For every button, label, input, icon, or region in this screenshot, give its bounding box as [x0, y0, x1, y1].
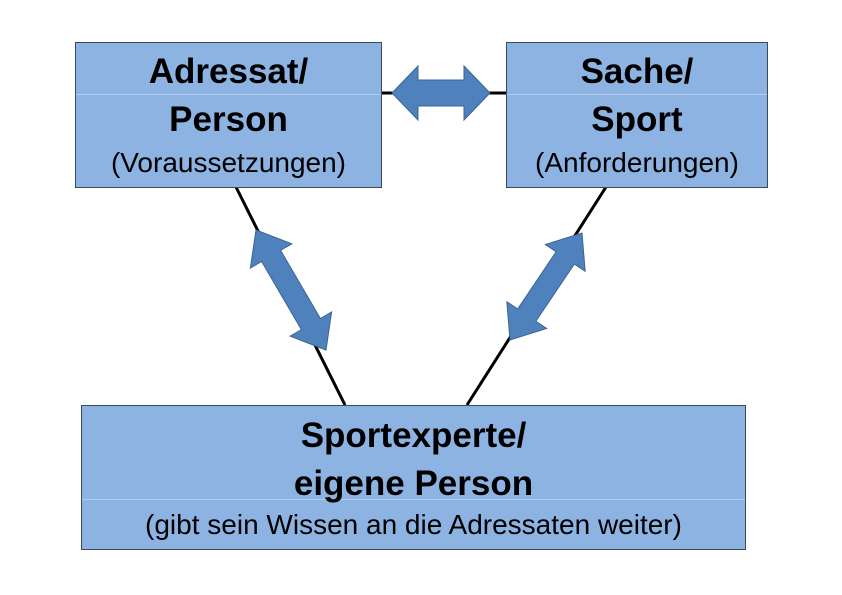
- node-experte: Sportexperte/ eigene Person (gibt sein W…: [81, 405, 746, 550]
- node-sache-title2: Sport: [591, 100, 683, 139]
- node-sache: Sache/ Sport (Anforderungen): [506, 42, 768, 188]
- double-arrow-right-diagonal-icon: [506, 232, 586, 341]
- node-adressat-title2: Person: [169, 100, 288, 139]
- node-sache-title: Sache/: [580, 52, 694, 91]
- node-adressat-title: Adressat/: [148, 52, 309, 91]
- node-sache-subtitle: (Anforderungen): [535, 147, 739, 178]
- node-experte-subtitle: (gibt sein Wissen an die Adressaten weit…: [145, 509, 682, 540]
- double-arrow-horizontal-icon: [391, 64, 491, 122]
- node-adressat: Adressat/ Person (Voraussetzungen): [75, 42, 382, 188]
- node-experte-title2: eigene Person: [293, 464, 534, 503]
- node-adressat-subtitle: (Voraussetzungen): [110, 147, 347, 178]
- node-experte-title: Sportexperte/: [300, 416, 527, 455]
- double-arrow-left-diagonal-icon: [249, 229, 333, 351]
